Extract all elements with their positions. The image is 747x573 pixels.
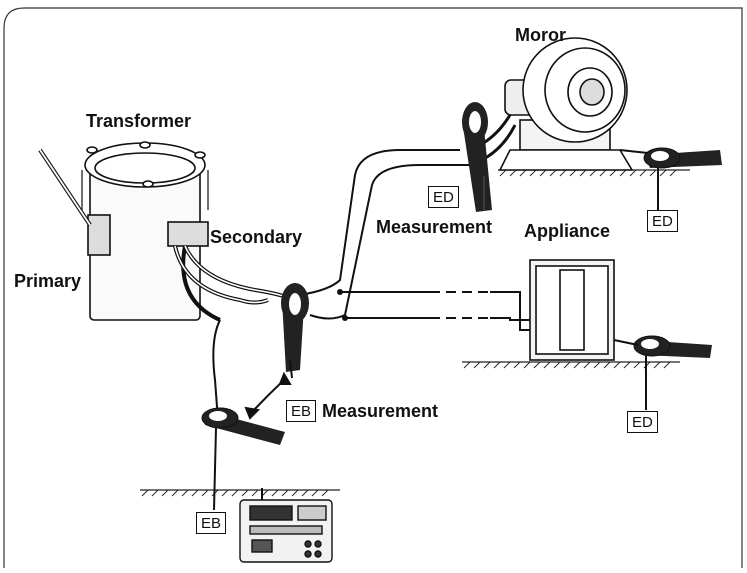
tag-ed-appliance-ground: ED: [627, 411, 658, 433]
junction-dot-1: [337, 289, 343, 295]
label-measurement-top: Measurement: [376, 217, 493, 237]
diagram-frame: [3, 7, 743, 568]
appliance: [529, 259, 615, 361]
dashed-wires: [430, 291, 490, 319]
earth-tester-device: [239, 488, 333, 563]
tag-eb-clamp: EB: [286, 400, 317, 422]
motor-ground-clamp: [619, 147, 722, 212]
label-secondary: Secondary: [210, 227, 303, 247]
label-appliance: Appliance: [524, 221, 611, 241]
label-motor: Moror: [515, 25, 566, 45]
label-primary: Primary: [14, 271, 82, 291]
transformer: [81, 141, 209, 321]
measurement-clamp-top: [462, 102, 492, 212]
junction-dot-2: [342, 315, 348, 321]
label-measurement-bottom: Measurement: [322, 401, 439, 421]
tag-ed-motor-clamp: ED: [428, 186, 459, 208]
motor: [498, 37, 634, 171]
appliance-ground-clamp: [613, 335, 712, 410]
transfer-arrow: [244, 371, 292, 420]
tag-ed-motor-ground: ED: [647, 210, 678, 232]
tag-eb-ground: EB: [196, 512, 227, 534]
supply-wires: [212, 149, 555, 421]
eb-ground-clamp: [201, 407, 285, 511]
label-transformer: Transformer: [86, 111, 192, 131]
measurement-clamp-center: [281, 283, 309, 379]
